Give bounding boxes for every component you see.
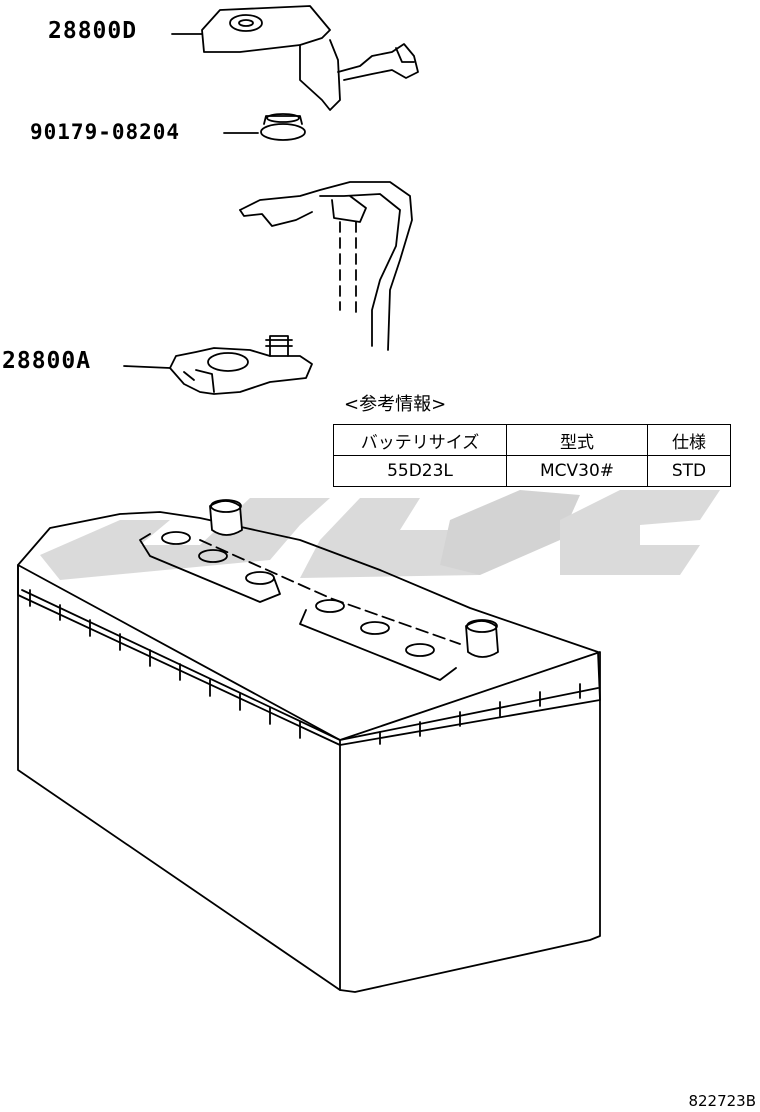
cell-spec: STD [647,455,731,487]
reference-title: <参考情報> [344,394,447,415]
diagram-code: 822723B [688,1092,756,1110]
terminal-clamp-part [169,335,313,395]
part-label-28800a: 28800A [2,348,92,374]
cable-part [239,181,413,351]
part-label-28800d: 28800D [48,18,138,44]
header-spec: 仕様 [647,424,731,456]
watermark [40,490,720,580]
cell-model: MCV30# [506,455,648,487]
header-model: 型式 [506,424,648,456]
table-row: 55D23L MCV30# STD [333,455,731,487]
header-battery-size: バッテリサイズ [333,424,507,456]
table-header-row: バッテリサイズ 型式 仕様 [333,424,731,456]
reference-table: バッテリサイズ 型式 仕様 55D23L MCV30# STD [333,424,731,487]
battery-part [17,499,601,993]
nut-part [260,113,306,141]
cell-battery-size: 55D23L [333,455,507,487]
terminal-cover-part [201,5,419,111]
part-label-nut: 90179-08204 [30,120,181,144]
leader-28800a [123,365,171,369]
